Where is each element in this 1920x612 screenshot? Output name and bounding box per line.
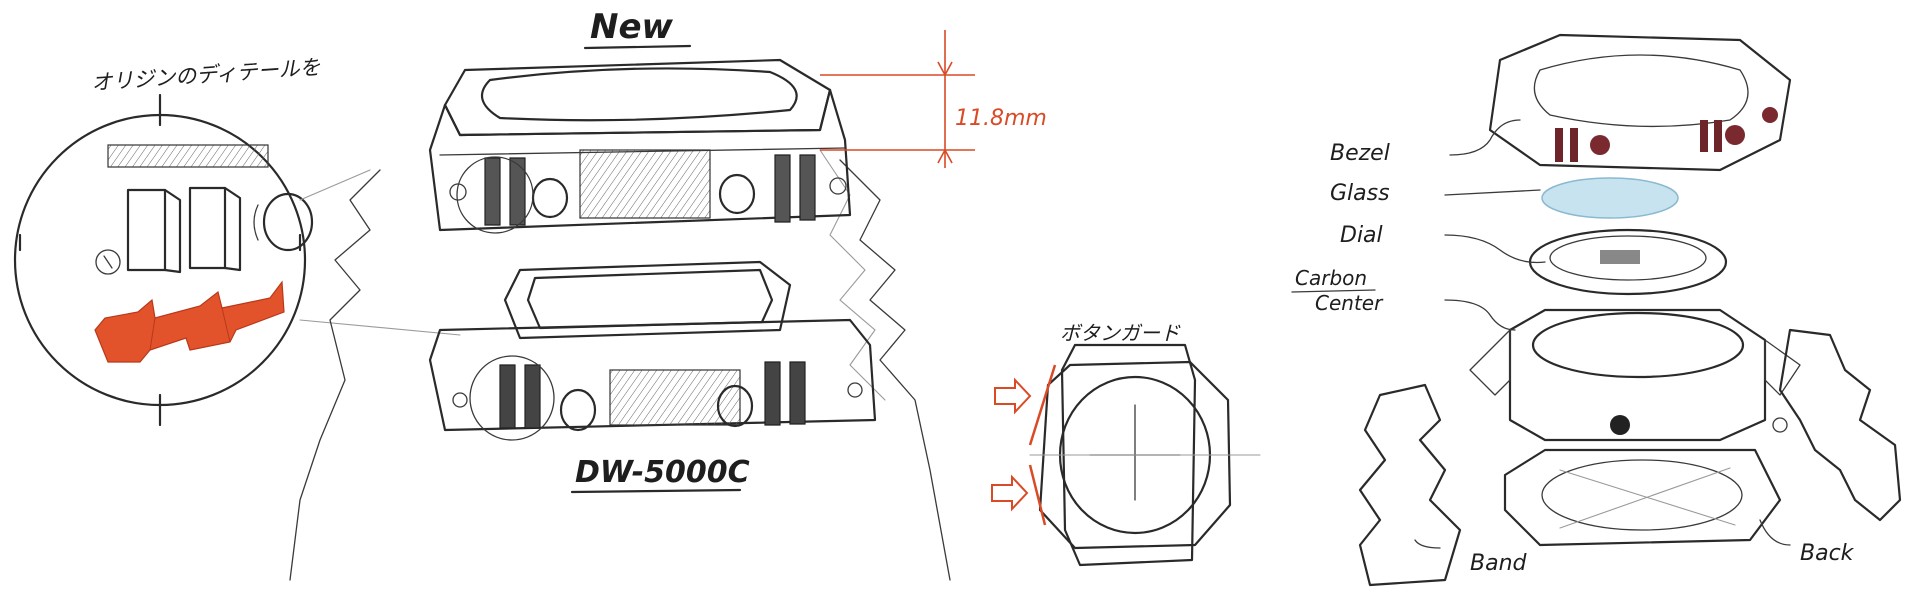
part-carbon-center [1469, 308, 1801, 442]
part-back [1503, 448, 1782, 547]
label-glass: Glass [1330, 181, 1390, 206]
label-dial: Dial [1340, 223, 1383, 248]
title-dw5000c: DW-5000C [575, 455, 750, 490]
title-new: New [590, 7, 674, 47]
label-back: Back [1800, 541, 1855, 566]
part-band-right [1778, 328, 1902, 522]
label-carbon: Carbon [1295, 266, 1367, 290]
exploded-view: Bezel Glass Dial Carbon Center Band Back [1291, 33, 1902, 587]
watch-side-new [289, 58, 951, 581]
button-guard-label: ボタンガード [1060, 321, 1181, 345]
part-glass [1541, 177, 1679, 219]
detail-magnifier: オリジンのディテールを [13, 55, 461, 427]
detail-note-text: オリジンのディテールを [91, 55, 322, 95]
label-bezel: Bezel [1330, 141, 1390, 166]
part-bezel [1488, 33, 1792, 172]
watch-side-dw5000c [428, 260, 877, 441]
title-dw5000c-group: DW-5000C [570, 455, 750, 494]
button-guard-view: ボタンガード [991, 321, 1261, 567]
part-dial [1528, 228, 1728, 296]
detail-red-arrow [94, 280, 285, 363]
label-center: Center [1315, 291, 1384, 315]
dimension-label: 11.8mm [955, 106, 1047, 131]
part-band-left [1358, 383, 1462, 587]
title-new-group: New [583, 7, 692, 50]
dimension-annotation: 11.8mm [820, 30, 1047, 168]
label-band: Band [1470, 551, 1528, 576]
